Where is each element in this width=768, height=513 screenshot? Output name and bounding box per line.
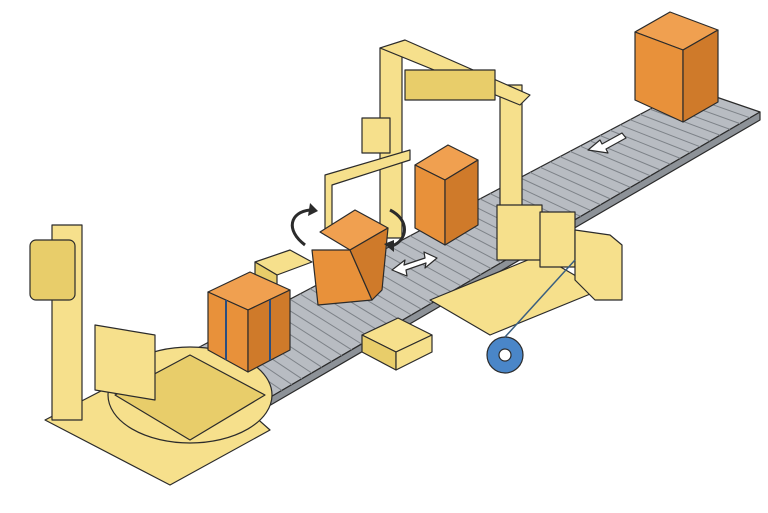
orange-box-left	[207, 271, 291, 373]
strapping-machine	[429, 204, 623, 374]
conveyor-roller	[529, 172, 601, 206]
wrapper-carriage	[29, 239, 76, 301]
rotate-left-arrow-icon	[291, 203, 318, 247]
conveyor-roller	[299, 293, 372, 339]
conveyor-roller	[639, 113, 711, 142]
yellow-pallet-front	[361, 317, 433, 371]
conveyor-roller	[619, 124, 691, 154]
rotate-right-arrow-icon	[384, 208, 406, 252]
orange-box-center	[414, 144, 479, 246]
conveyor-roller	[409, 235, 482, 275]
orange-box-tilting	[311, 209, 389, 306]
gantry-head	[404, 69, 496, 101]
control-cabinet-2	[539, 211, 576, 268]
strap-band	[504, 259, 576, 338]
wrapper-side-frame	[94, 324, 156, 401]
conveyor-roller	[559, 156, 631, 188]
conveyor-roller	[399, 240, 472, 281]
conveyor-roller	[629, 119, 701, 148]
conveyor-roller	[549, 161, 621, 194]
direction-arrow-icon	[587, 132, 627, 154]
orange-box-top-right	[634, 11, 719, 123]
conveyor-roller	[539, 166, 611, 200]
control-cabinet	[496, 204, 543, 261]
conveyor-roller	[569, 150, 641, 183]
conveyor-roller	[649, 108, 721, 136]
control-box	[361, 117, 391, 154]
main-roller-conveyor	[189, 87, 761, 411]
double-arrow-icon	[391, 251, 438, 277]
conveyor-roller	[279, 304, 352, 351]
power-panel	[574, 229, 623, 301]
strap-coil-hub	[498, 348, 512, 362]
conveyor-roller	[289, 298, 362, 345]
conveyor-roller	[379, 251, 452, 293]
conveyor-roller	[519, 177, 591, 212]
stretch-wrapper	[29, 224, 273, 486]
